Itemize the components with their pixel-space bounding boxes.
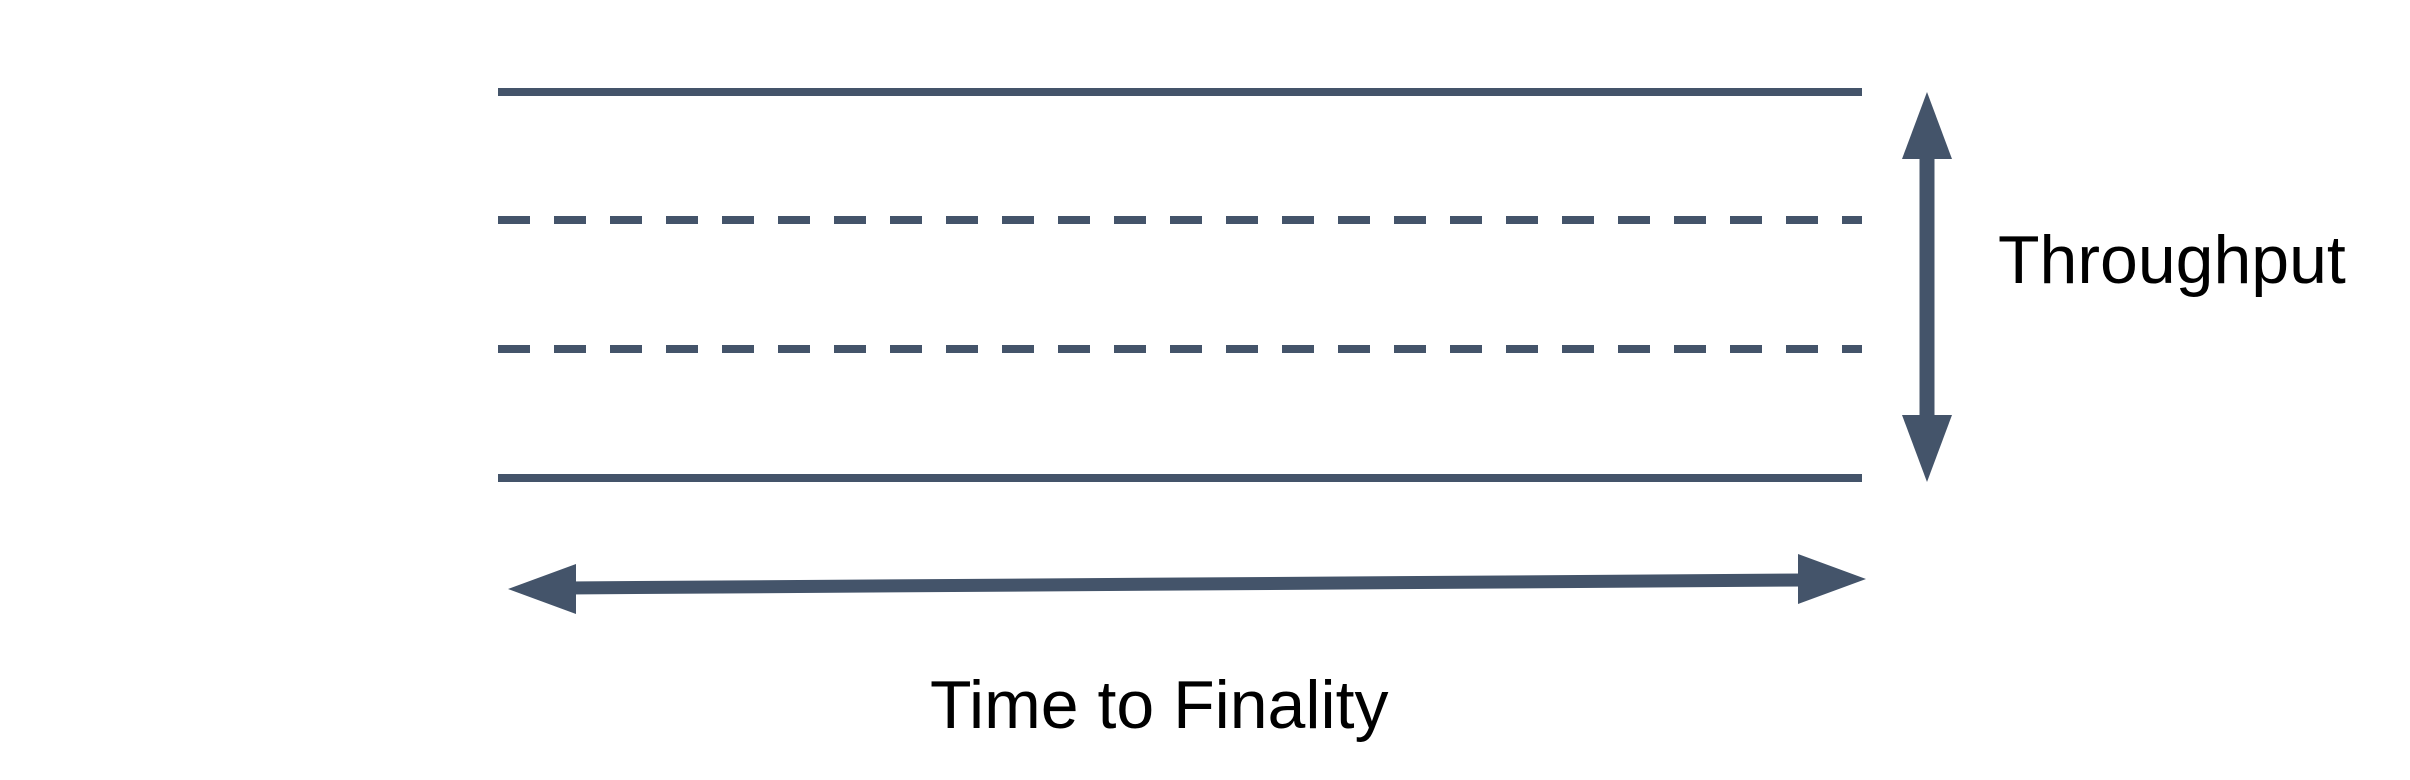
time-to-finality-label: Time to Finality [930, 667, 1388, 743]
time-to-finality-arrow [508, 554, 1866, 614]
throughput-arrow [1902, 92, 1952, 482]
arrow-left-head-icon [508, 564, 576, 614]
throughput-label: Throughput [1998, 222, 2346, 298]
time-to-finality-arrow-shaft [565, 573, 1807, 595]
arrow-right-head-icon [1798, 554, 1866, 604]
arrow-down-head-icon [1902, 415, 1952, 482]
arrow-up-head-icon [1902, 92, 1952, 159]
